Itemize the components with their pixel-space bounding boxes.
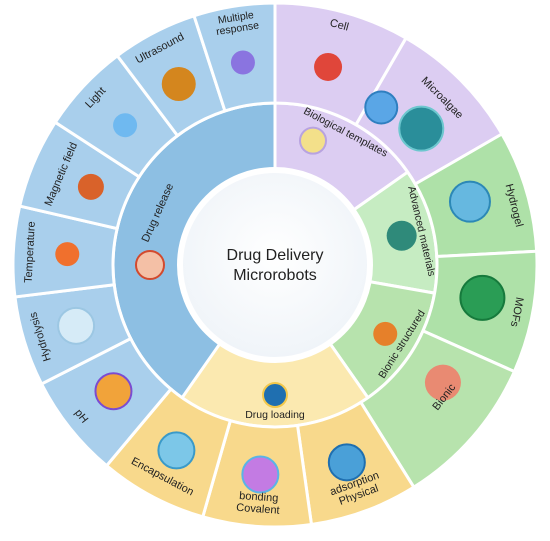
- ultrasound-icon: [161, 66, 196, 101]
- wheel-icons: [55, 50, 506, 494]
- multiple-response-icon: [230, 50, 255, 75]
- encapsulation-icon: [157, 431, 196, 470]
- label-covalent-1: Covalent: [236, 502, 280, 517]
- center-title-line1: Drug Delivery: [227, 247, 324, 264]
- label-drug-loading: Drug loading: [245, 409, 305, 421]
- cell-icon: [364, 90, 399, 125]
- label-covalent-2: bonding: [239, 490, 279, 505]
- label-mofs: MOFs: [508, 296, 526, 328]
- center-disc: [177, 167, 373, 363]
- label-temperature: Temperature: [23, 221, 38, 283]
- covalent-bonding-icon: [241, 455, 280, 494]
- fish-icon: [424, 364, 461, 401]
- mofs-icon: [459, 274, 506, 321]
- hydrogel-icon: [448, 180, 491, 223]
- drug-release-icon: [135, 250, 165, 280]
- spring-icon: [373, 321, 398, 346]
- magnetic-field-icon: [77, 173, 104, 200]
- biological-template-icon: [299, 126, 328, 155]
- light-icon: [113, 113, 138, 138]
- label-cell: Cell: [329, 17, 350, 33]
- ph-wheel-icon: [94, 372, 133, 411]
- physical-adsorption-icon: [327, 443, 366, 482]
- drug-loading-icon: [262, 382, 288, 408]
- center-title-line2: Microrobots: [233, 267, 317, 284]
- microalgae-icon: [398, 105, 445, 152]
- red-blood-cell-icon: [314, 52, 343, 81]
- thermometer-icon: [55, 242, 80, 267]
- hydrolysis-icon: [57, 306, 96, 345]
- nanotube-icon: [386, 220, 417, 251]
- label-multiple-1: Multiple: [217, 9, 255, 27]
